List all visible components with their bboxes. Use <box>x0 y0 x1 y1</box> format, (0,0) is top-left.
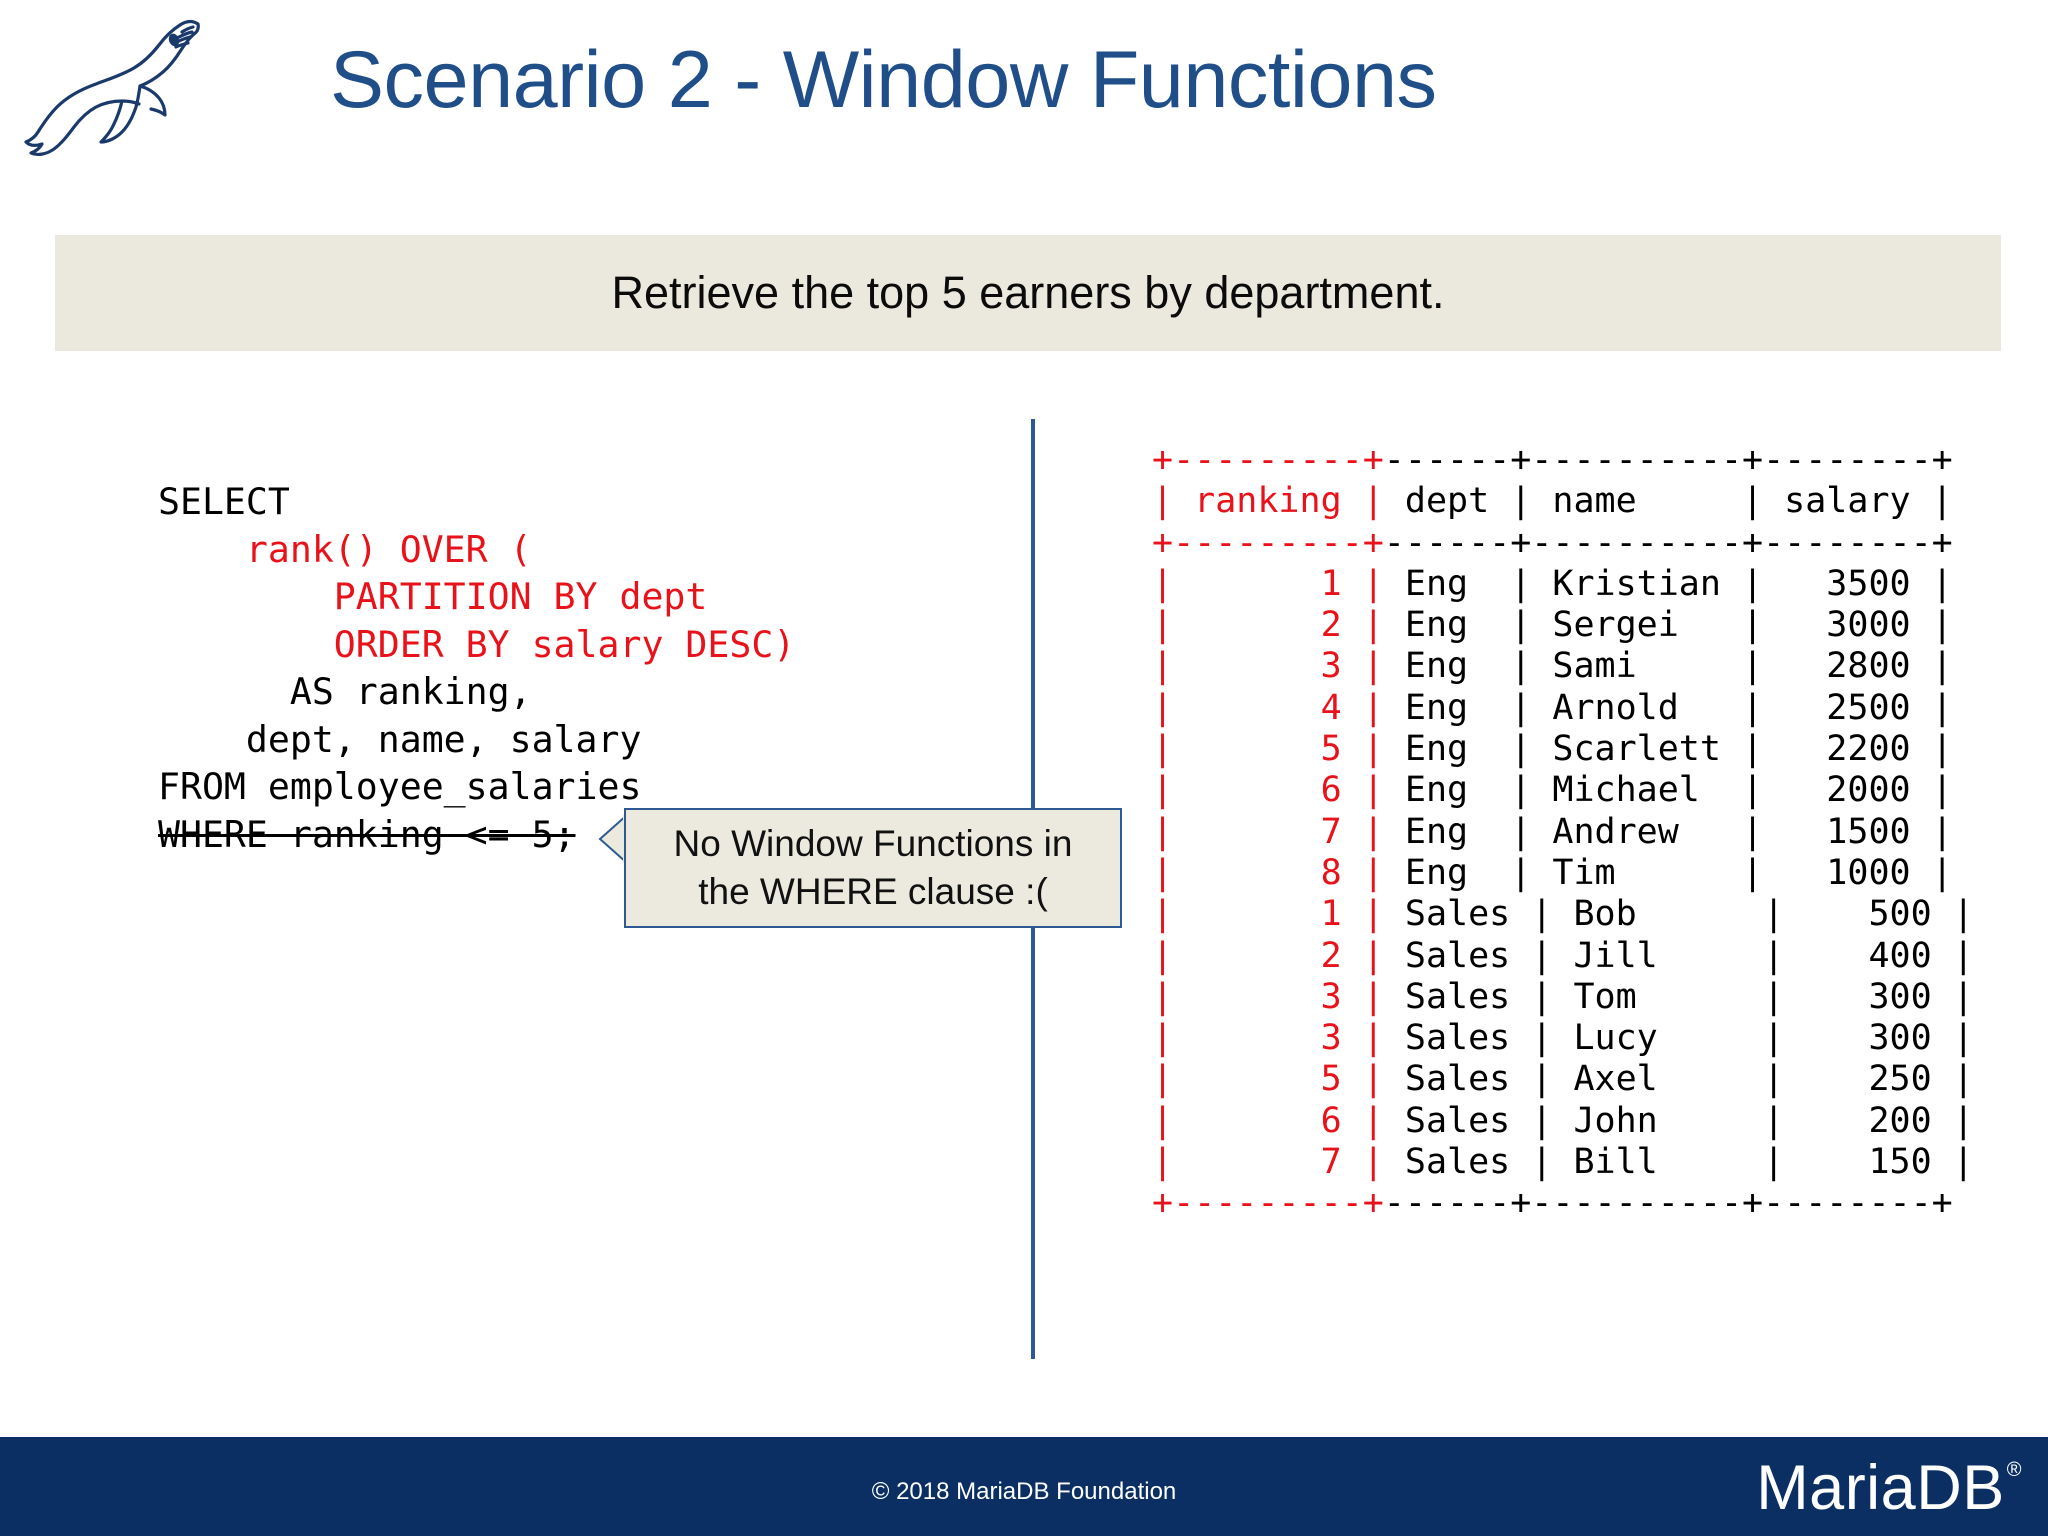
table-row: | 4 | Eng | Arnold | 2500 | <box>1152 688 1974 729</box>
table-cells-rest: Eng | Sergei | 3000 | <box>1383 605 1953 646</box>
mariadb-seal-logo <box>16 6 226 161</box>
table-cells-rest: ------+----------+--------+ <box>1383 522 1953 563</box>
table-cell-ranking: | 3 | <box>1152 1018 1384 1059</box>
sql-line: dept, name, salary <box>158 716 795 764</box>
table-row: | 3 | Eng | Sami | 2800 | <box>1152 646 1974 687</box>
table-cell-ranking: | 4 | <box>1152 687 1384 728</box>
sql-line-text: AS ranking, <box>158 670 532 713</box>
mariadb-wordmark: MariaDB® <box>1756 1452 2022 1523</box>
table-row: | 3 | Sales | Lucy | 300 | <box>1152 1018 1974 1059</box>
sql-line-text: WHERE ranking <= 5; <box>158 812 576 856</box>
sql-line: FROM employee_salaries <box>158 763 795 811</box>
table-cells-rest: Sales | Axel | 250 | <box>1383 1059 1974 1100</box>
table-row: | 3 | Sales | Tom | 300 | <box>1152 977 1974 1018</box>
sql-line-text: rank() OVER ( <box>158 527 532 571</box>
table-cell-ranking: | 2 | <box>1152 605 1384 646</box>
callout-line-1: No Window Functions in <box>673 823 1073 864</box>
table-cell-ranking: | 5 | <box>1152 1059 1384 1100</box>
sql-line: WHERE ranking <= 5; <box>158 811 795 859</box>
subtitle-text: Retrieve the top 5 earners by department… <box>611 267 1445 318</box>
table-row: | 7 | Eng | Andrew | 1500 | <box>1152 812 1974 853</box>
table-cell-ranking: | 8 | <box>1152 852 1384 893</box>
table-cell-ranking: | 6 | <box>1152 770 1384 811</box>
page-title: Scenario 2 - Window Functions <box>330 35 1437 125</box>
table-row: +---------+------+----------+--------+ <box>1152 1183 1974 1224</box>
table-row: | 2 | Sales | Jill | 400 | <box>1152 936 1974 977</box>
table-cells-rest: Sales | John | 200 | <box>1383 1100 1974 1141</box>
table-row: | 6 | Sales | John | 200 | <box>1152 1101 1974 1142</box>
callout-line-2: the WHERE clause :( <box>698 871 1048 912</box>
table-row: | 8 | Eng | Tim | 1000 | <box>1152 853 1974 894</box>
table-cell-ranking: +---------+ <box>1152 522 1384 563</box>
footer-copyright: © 2018 MariaDB Foundation <box>871 1478 1177 1505</box>
table-cells-rest: ------+----------+--------+ <box>1383 440 1953 480</box>
table-cells-rest: Sales | Tom | 300 | <box>1383 976 1974 1017</box>
table-cell-ranking: | 7 | <box>1152 811 1384 852</box>
subtitle-banner: Retrieve the top 5 earners by department… <box>55 235 2001 351</box>
table-row: | 5 | Sales | Axel | 250 | <box>1152 1059 1974 1100</box>
table-cell-ranking: | 3 | <box>1152 976 1384 1017</box>
table-row: | 1 | Sales | Bob | 500 | <box>1152 894 1974 935</box>
table-row: +---------+------+----------+--------+ <box>1152 440 1974 481</box>
table-row: +---------+------+----------+--------+ <box>1152 523 1974 564</box>
table-cells-rest: Sales | Bill | 150 | <box>1383 1142 1974 1183</box>
table-cell-ranking: | 5 | <box>1152 729 1384 770</box>
table-cells-rest: Sales | Jill | 400 | <box>1383 935 1974 976</box>
table-cells-rest: Eng | Michael | 2000 | <box>1383 770 1953 811</box>
query-result-table: +---------+------+----------+--------+| … <box>1152 440 1974 1225</box>
table-cell-ranking: | 1 | <box>1152 894 1384 935</box>
table-row: | 1 | Eng | Kristian | 3500 | <box>1152 564 1974 605</box>
table-cells-rest: Sales | Lucy | 300 | <box>1383 1018 1974 1059</box>
table-cells-rest: Sales | Bob | 500 | <box>1383 894 1974 935</box>
table-cells-rest: Eng | Scarlett | 2200 | <box>1383 729 1953 770</box>
table-cell-ranking: | 1 | <box>1152 563 1384 604</box>
sql-line-text: dept, name, salary <box>158 717 642 761</box>
table-row: | 7 | Sales | Bill | 150 | <box>1152 1142 1974 1183</box>
table-cell-ranking: | 3 | <box>1152 646 1384 687</box>
table-row: | 6 | Eng | Michael | 2000 | <box>1152 770 1974 811</box>
footer-bar <box>0 1437 2048 1536</box>
sql-code-block: SELECT rank() OVER ( PARTITION BY dept O… <box>158 478 795 858</box>
registered-mark: ® <box>2006 1459 2022 1481</box>
table-cells-rest: ------+----------+--------+ <box>1383 1183 1953 1224</box>
sql-line: ORDER BY salary DESC) <box>158 621 795 669</box>
table-row: | 2 | Eng | Sergei | 3000 | <box>1152 605 1974 646</box>
callout-body: No Window Functions in the WHERE clause … <box>624 808 1122 928</box>
table-cell-ranking: +---------+ <box>1152 1183 1384 1224</box>
sql-line-text: SELECT <box>158 480 290 523</box>
sql-line: PARTITION BY dept <box>158 573 795 621</box>
mariadb-wordmark-text: MariaDB <box>1756 1453 2005 1523</box>
table-cell-ranking: | 6 | <box>1152 1100 1384 1141</box>
table-cell-ranking: | 2 | <box>1152 935 1384 976</box>
table-cells-rest: Eng | Arnold | 2500 | <box>1383 687 1953 728</box>
table-cells-rest: Eng | Andrew | 1500 | <box>1383 811 1953 852</box>
callout-bubble: No Window Functions in the WHERE clause … <box>598 808 1122 928</box>
sql-line-text: PARTITION BY dept <box>158 575 708 618</box>
sql-line-text: ORDER BY salary DESC) <box>158 622 796 666</box>
table-row: | ranking | dept | name | salary | <box>1152 481 1974 522</box>
table-cells-rest: Eng | Tim | 1000 | <box>1383 852 1953 893</box>
sql-line: SELECT <box>158 478 795 526</box>
table-cell-ranking: | ranking | <box>1152 481 1384 522</box>
sql-line: AS ranking, <box>158 668 795 716</box>
table-row: | 5 | Eng | Scarlett | 2200 | <box>1152 729 1974 770</box>
table-cells-rest: Eng | Kristian | 3500 | <box>1383 563 1953 604</box>
sql-line: rank() OVER ( <box>158 526 795 574</box>
table-cell-ranking: +---------+ <box>1152 440 1384 480</box>
table-cells-rest: dept | name | salary | <box>1383 481 1953 522</box>
table-cells-rest: Eng | Sami | 2800 | <box>1383 646 1953 687</box>
sql-line-text: FROM employee_salaries <box>158 765 642 808</box>
table-cell-ranking: | 7 | <box>1152 1142 1384 1183</box>
